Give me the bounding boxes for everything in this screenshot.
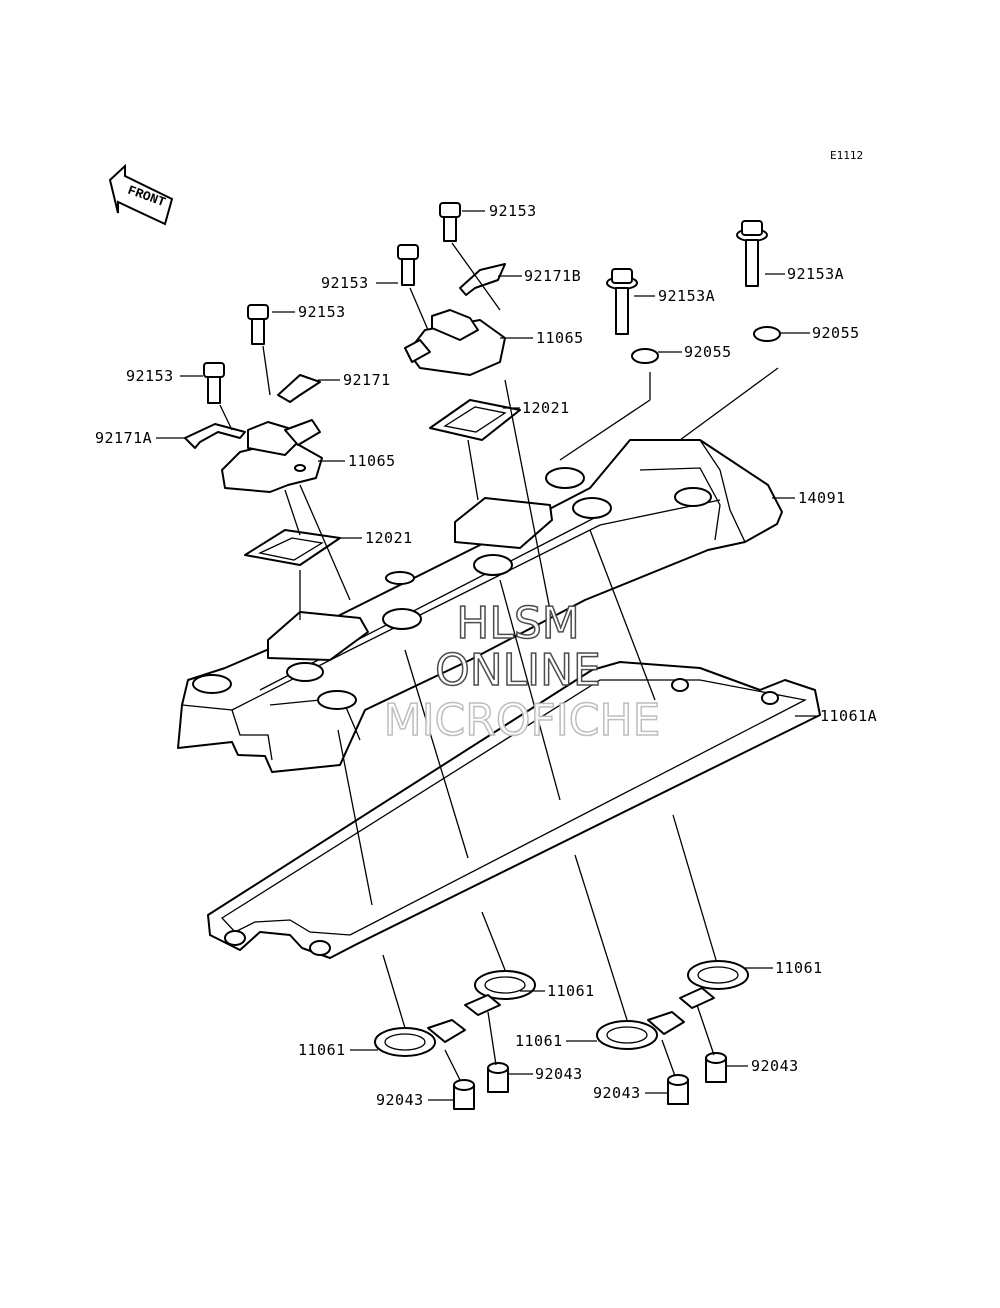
watermark-line1: HLSM bbox=[456, 598, 580, 649]
part-labels: 92153 92171B 92153 92153A 92153A 92153 1… bbox=[95, 202, 877, 1109]
clamp-92171B bbox=[459, 263, 506, 296]
part-label-92043: 92043 bbox=[593, 1084, 641, 1102]
part-label-11061: 11061 bbox=[298, 1041, 346, 1059]
dowel-pin-1 bbox=[453, 1079, 475, 1110]
part-label-92153: 92153 bbox=[321, 274, 369, 292]
dowel-pin-4 bbox=[705, 1052, 727, 1083]
part-label-11065: 11065 bbox=[536, 329, 584, 347]
part-label-14091: 14091 bbox=[798, 489, 846, 507]
bolt-92153-top bbox=[439, 202, 461, 242]
part-label-11061: 11061 bbox=[515, 1032, 563, 1050]
part-label-92171: 92171 bbox=[343, 371, 391, 389]
clamp-92171A bbox=[184, 423, 246, 449]
breather-plate-left bbox=[244, 529, 341, 566]
grommet-92055-left bbox=[631, 348, 659, 364]
part-label-11061: 11061 bbox=[775, 959, 823, 977]
part-label-12021: 12021 bbox=[522, 399, 570, 417]
label-leaders bbox=[156, 210, 817, 1101]
part-label-92043: 92043 bbox=[535, 1065, 583, 1083]
watermark-line3: MICROFICHE bbox=[384, 695, 661, 746]
part-label-11065: 11065 bbox=[348, 452, 396, 470]
front-arrow-icon: FRONT bbox=[108, 163, 174, 226]
plug-seal-1 bbox=[374, 1019, 466, 1057]
part-label-11061: 11061 bbox=[547, 982, 595, 1000]
breather-cover-left bbox=[221, 419, 323, 493]
plug-seal-2 bbox=[464, 970, 536, 1016]
grommet-92055-right bbox=[753, 326, 781, 342]
part-label-92043: 92043 bbox=[376, 1091, 424, 1109]
watermark-line2: ONLINE bbox=[435, 645, 601, 696]
diagram-code: E1112 bbox=[830, 149, 863, 162]
bolt-92153-mid-left bbox=[247, 304, 269, 345]
part-label-11061A: 11061A bbox=[820, 707, 877, 725]
part-label-92153A: 92153A bbox=[787, 265, 844, 283]
plug-seal-3 bbox=[596, 1011, 685, 1050]
part-label-92153: 92153 bbox=[298, 303, 346, 321]
bolt-92153-left bbox=[203, 362, 225, 404]
part-label-92055: 92055 bbox=[684, 343, 732, 361]
part-label-92171B: 92171B bbox=[524, 267, 581, 285]
part-label-92055: 92055 bbox=[812, 324, 860, 342]
clamp-92171 bbox=[277, 374, 321, 403]
breather-cover-right bbox=[404, 309, 506, 376]
head-cover-gasket bbox=[207, 661, 821, 959]
part-label-92153A: 92153A bbox=[658, 287, 715, 305]
part-label-92171A: 92171A bbox=[95, 429, 152, 447]
assembly-lines bbox=[219, 242, 779, 1081]
watermark: HLSM ONLINE MICROFICHE bbox=[383, 597, 661, 747]
bolt-92153A-left bbox=[606, 268, 638, 335]
part-label-92043: 92043 bbox=[751, 1057, 799, 1075]
part-label-92153: 92153 bbox=[489, 202, 537, 220]
plug-seal-4 bbox=[679, 960, 749, 1009]
breather-plate-right bbox=[429, 399, 521, 441]
bolt-92153A-right bbox=[736, 220, 768, 287]
part-label-12021: 12021 bbox=[365, 529, 413, 547]
bolt-92153-mid bbox=[397, 244, 419, 286]
dowel-pin-2 bbox=[487, 1062, 509, 1093]
part-label-92153: 92153 bbox=[126, 367, 174, 385]
dowel-pin-3 bbox=[667, 1074, 689, 1105]
rocker-cover bbox=[177, 439, 783, 773]
